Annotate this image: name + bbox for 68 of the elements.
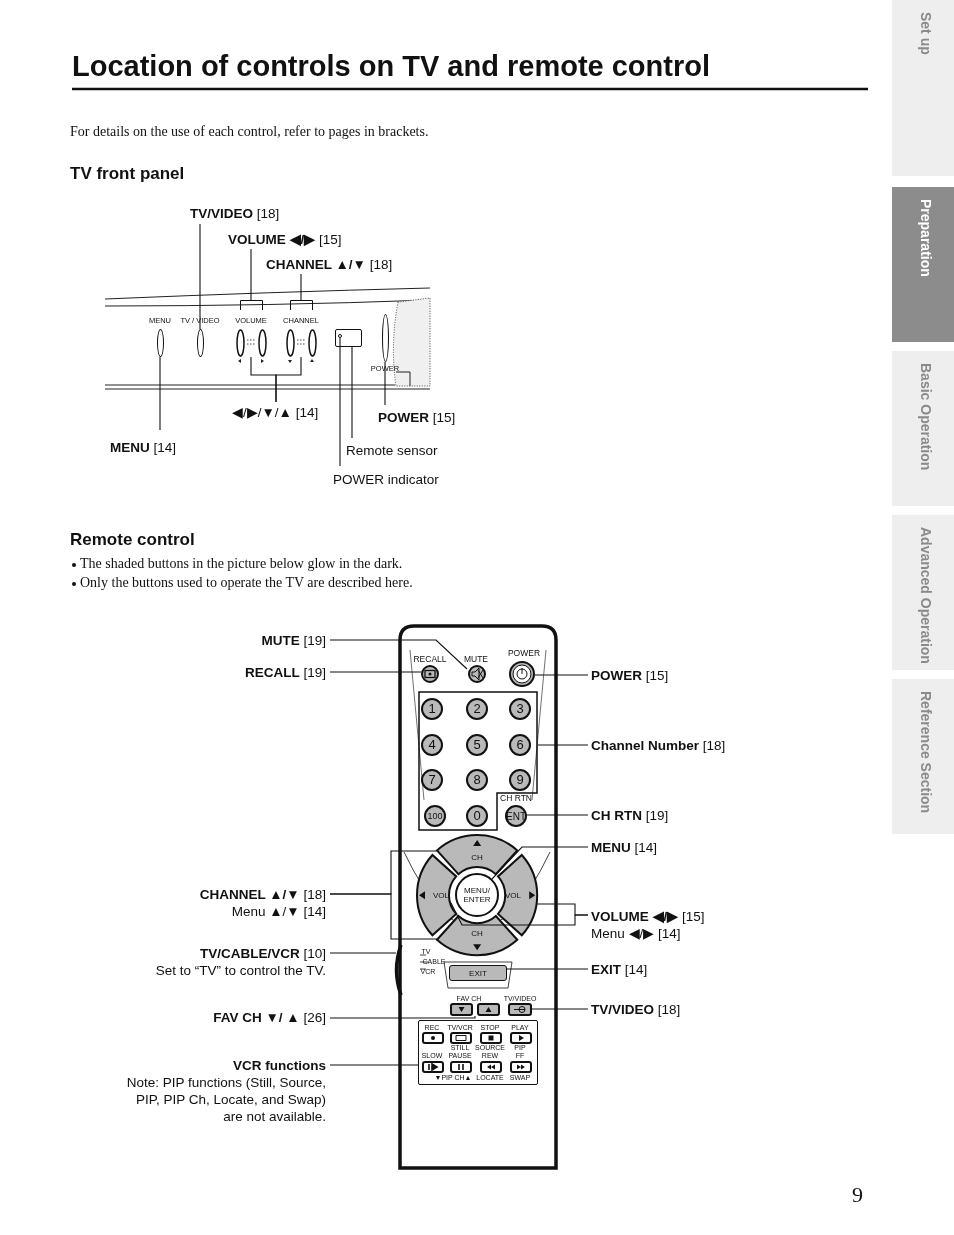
leader-line [526, 814, 589, 816]
vcr-button-panel [418, 1020, 538, 1085]
section-tab: Reference Section [892, 679, 954, 834]
callout-label: VCR functions Note: PIP functions (Still, Source, PIP, PIP Ch, Locate, and Swap) are not available. [126, 1057, 326, 1125]
callout-label: ◀/▶/▼/▲ [14] [232, 404, 319, 421]
leader-line [531, 1008, 589, 1010]
callout-label: TV/VIDEO [18] [190, 205, 280, 222]
channel-up-button: CH [436, 835, 518, 875]
tv-video-button [508, 1003, 532, 1016]
callout-label: POWER [15] [591, 667, 669, 684]
leader-line [159, 356, 161, 431]
volume-buttons [236, 300, 267, 357]
bullet-text: The shaded buttons in the picture below glow in the dark. [80, 556, 403, 572]
number-pad-frame [418, 691, 538, 831]
leader-line [384, 361, 386, 406]
callout-label: TV/CABLE/VCR [10] Set to “TV” to control the TV. [155, 945, 326, 979]
leader-line [329, 639, 468, 670]
callout-label: POWER indicator [333, 471, 439, 488]
button-label: CH RTN [500, 793, 532, 803]
section-heading: TV front panel [70, 164, 185, 184]
exit-button: EXIT [449, 965, 507, 981]
section-tab: Advanced Operation [892, 515, 954, 670]
callout-label: MUTE [19] [261, 632, 326, 649]
callout-label: RECALL [19] [244, 664, 326, 681]
callout-label: MENU [14] [591, 839, 658, 856]
leader-line [329, 893, 438, 940]
callout-label: MENU [14] [110, 439, 177, 456]
section-heading: Remote control [70, 530, 195, 550]
leader-line [329, 1064, 419, 1066]
callout-label: VOLUME ◀/▶ [15] Menu ◀/▶ [14] [591, 908, 705, 942]
callout-label: VOLUME ◀/▶ [15] [228, 231, 342, 248]
leader-line [199, 223, 201, 330]
leader-line [300, 273, 302, 301]
page-number: 9 [852, 1182, 863, 1208]
leader-line [329, 952, 397, 954]
section-tab: Preparation [892, 187, 954, 342]
leader-line [329, 1015, 476, 1019]
leader-line [339, 337, 341, 467]
section-tab: Set up [892, 0, 954, 176]
leader-line [535, 903, 589, 916]
callout-label: Channel Number [18] [591, 737, 726, 754]
callout-label: EXIT [14] [591, 961, 648, 978]
button-label: POWER [507, 648, 541, 658]
bullet-text: Only the buttons used to operate the TV are described here. [80, 575, 413, 591]
leader-line [275, 356, 302, 403]
callout-label: POWER [15] [378, 409, 456, 426]
callout-label: FAV CH ▼/ ▲ [26] [213, 1009, 326, 1026]
page-title: Location of controls on TV and remote control [72, 50, 710, 83]
leader-line [250, 248, 252, 301]
leader-line [537, 744, 589, 746]
fav-channel-buttons [450, 1003, 500, 1016]
callout-label: TV/VIDEO [18] [591, 1001, 681, 1018]
remote-sensor-window [335, 329, 362, 347]
callout-label: CHANNEL ▲/▼ [18] [266, 256, 393, 273]
button-label: MUTE [463, 654, 489, 664]
volume-right-button: VOL [497, 854, 537, 936]
leader-line [534, 674, 589, 676]
leader-line [491, 846, 589, 880]
channel-down-button: CH [436, 915, 518, 955]
button-label: RECALL [413, 654, 447, 664]
leader-line [329, 671, 422, 673]
callout-label: CHANNEL ▲/▼ [18] Menu ▲/▼ [14] [199, 886, 326, 920]
callout-label: Remote sensor [346, 442, 438, 459]
leader-line [506, 968, 589, 970]
intro-text: For details on the use of each control, refer to pages in brackets. [70, 124, 429, 140]
section-tab: Basic Operation [892, 351, 954, 506]
callout-label: CH RTN [19] [591, 807, 669, 824]
leader-line [351, 346, 353, 439]
